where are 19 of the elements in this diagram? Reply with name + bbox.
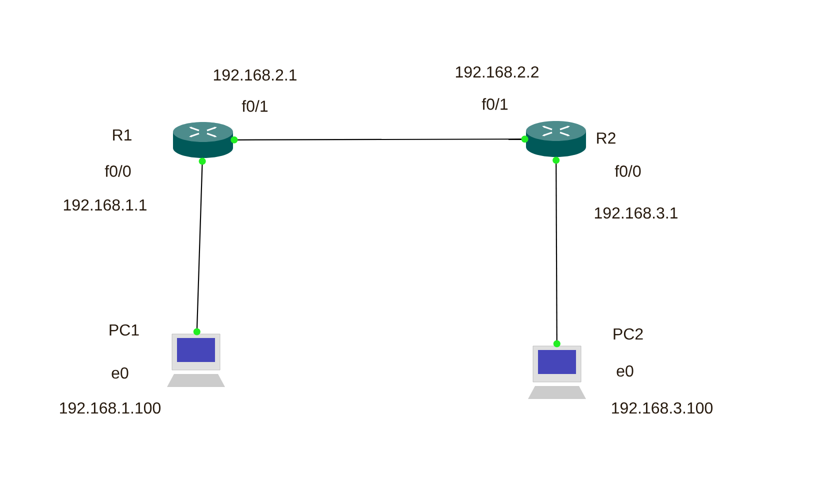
link-line — [193, 158, 206, 336]
link-line — [230, 136, 528, 144]
interface-label: f0/0 — [104, 165, 131, 177]
interface-label: e0 — [616, 365, 634, 377]
computer-icon — [528, 346, 586, 399]
router-icon — [526, 121, 586, 157]
device-name: PC1 — [110, 324, 139, 336]
interface-label: 192.168.1.1 — [64, 199, 146, 211]
link-line — [552, 156, 560, 348]
interface-label: f0/1 — [482, 98, 508, 110]
interface-label: 192.168.3.1 — [594, 207, 678, 219]
interface-label: f0/0 — [614, 165, 641, 177]
router-icon — [173, 122, 233, 158]
interface-label: e0 — [112, 367, 128, 379]
device-name: PC2 — [614, 328, 643, 340]
device-name: R2 — [597, 132, 616, 144]
device-name: R1 — [113, 130, 132, 140]
interface-label: f0/1 — [242, 100, 268, 112]
computer-icon — [167, 334, 225, 387]
